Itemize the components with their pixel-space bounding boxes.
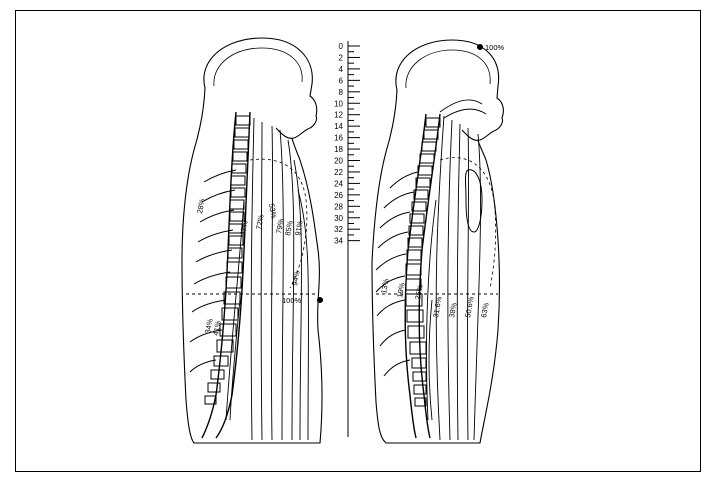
scale-label: 16 <box>334 134 343 143</box>
scale-label: 26 <box>334 191 343 200</box>
scale-label: 14 <box>334 122 343 131</box>
left-label-47: 47% <box>238 220 250 237</box>
scale-label: 22 <box>334 168 343 177</box>
right-body-figure <box>372 40 503 443</box>
right-weight-lines <box>426 116 480 440</box>
left-label-28: 28% <box>195 198 207 215</box>
right-100-marker <box>478 45 483 50</box>
left-label-41: 41% <box>211 320 223 337</box>
left-label-91: 91% <box>293 220 305 237</box>
right-label-100: 100% <box>485 43 505 52</box>
right-lung-outline <box>466 170 483 232</box>
right-skull-inner <box>406 50 490 88</box>
right-label-13: 13% <box>379 278 391 295</box>
left-percent-labels: 28% 47% 53% 72% 79% 85% 91% 94% 100% 34%… <box>195 198 305 337</box>
scale-label: 34 <box>334 237 343 246</box>
vertical-scale <box>348 41 360 437</box>
scale-label: 12 <box>334 111 343 120</box>
scale-label: 32 <box>334 225 343 234</box>
left-skull-inner <box>214 48 302 86</box>
scale-label: 4 <box>339 65 344 74</box>
scale-ticks <box>348 46 360 241</box>
scale-label: 8 <box>339 88 344 97</box>
right-label-31: 31.6% <box>431 296 444 319</box>
scale-label: 18 <box>334 145 343 154</box>
right-skull-outline <box>396 40 504 140</box>
left-100-marker <box>318 298 323 303</box>
left-skull-outline <box>204 38 317 138</box>
left-label-72: 72% <box>254 214 266 231</box>
right-vertebrae <box>406 118 440 406</box>
scale-label: 28 <box>334 202 343 211</box>
scale-label: 24 <box>334 179 343 188</box>
scale-label: 10 <box>334 99 343 108</box>
right-label-63: 63% <box>479 302 491 319</box>
scale-label: 30 <box>334 214 343 223</box>
right-label-25: 25% <box>413 284 425 301</box>
scale-label: 20 <box>334 157 343 166</box>
scale-label: 2 <box>339 53 344 62</box>
right-neck-line-2 <box>444 109 486 118</box>
scale-label: 0 <box>339 42 344 51</box>
left-label-53: 53% <box>267 203 279 220</box>
left-body-figure <box>182 38 323 443</box>
left-label-100: 100% <box>282 296 302 305</box>
left-spine-front <box>202 112 236 438</box>
left-label-94: 94% <box>290 270 302 287</box>
scale-label: 6 <box>339 76 344 85</box>
right-label-50: 50.6% <box>463 296 476 319</box>
